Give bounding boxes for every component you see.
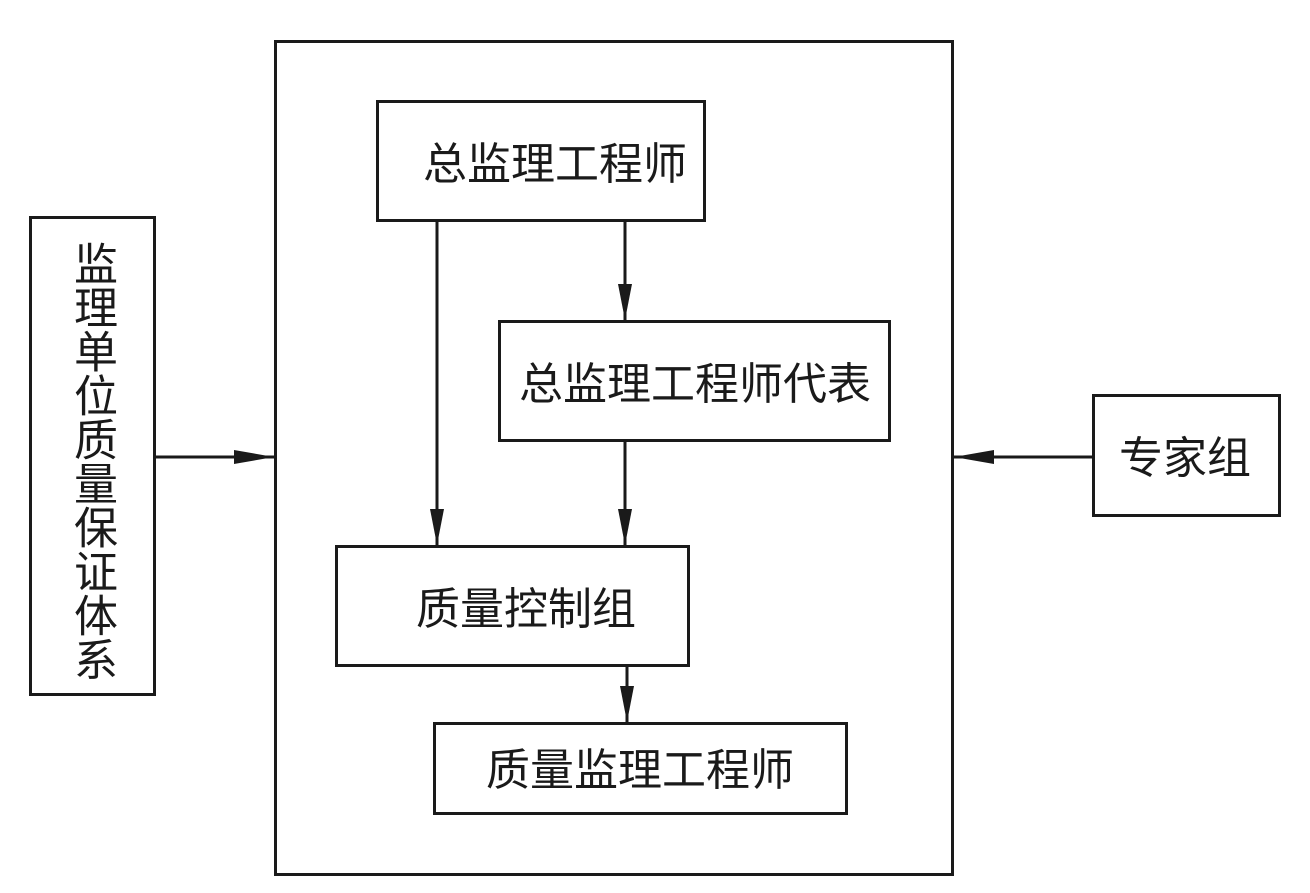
arrowhead-chief-to-qc <box>430 509 444 545</box>
arrowhead-chief-to-rep <box>618 284 632 320</box>
node-quality-engineer-label: 质量监理工程师 <box>486 745 794 796</box>
node-qc-group-label: 质量控制组 <box>416 584 636 635</box>
node-chief-engineer: 总监理工程师 <box>376 100 706 222</box>
arrowhead-rep-to-qc <box>618 509 632 545</box>
node-chief-engineer-label: 总监理工程师 <box>423 139 687 190</box>
node-chief-engineer-rep: 总监理工程师代表 <box>498 320 891 442</box>
node-quality-engineer: 质量监理工程师 <box>433 722 848 815</box>
node-expert-group: 专家组 <box>1092 394 1281 517</box>
node-expert-group-label: 专家组 <box>1119 433 1251 484</box>
node-left-system-label: 监理单位质量保证体系 <box>66 241 117 681</box>
arrowhead-qc-to-quality-engineer <box>620 686 634 722</box>
organization-container <box>274 40 954 876</box>
node-left-system: 监理单位质量保证体系 <box>29 216 156 696</box>
node-qc-group: 质量控制组 <box>335 545 690 667</box>
node-chief-engineer-rep-label: 总监理工程师代表 <box>519 359 871 410</box>
